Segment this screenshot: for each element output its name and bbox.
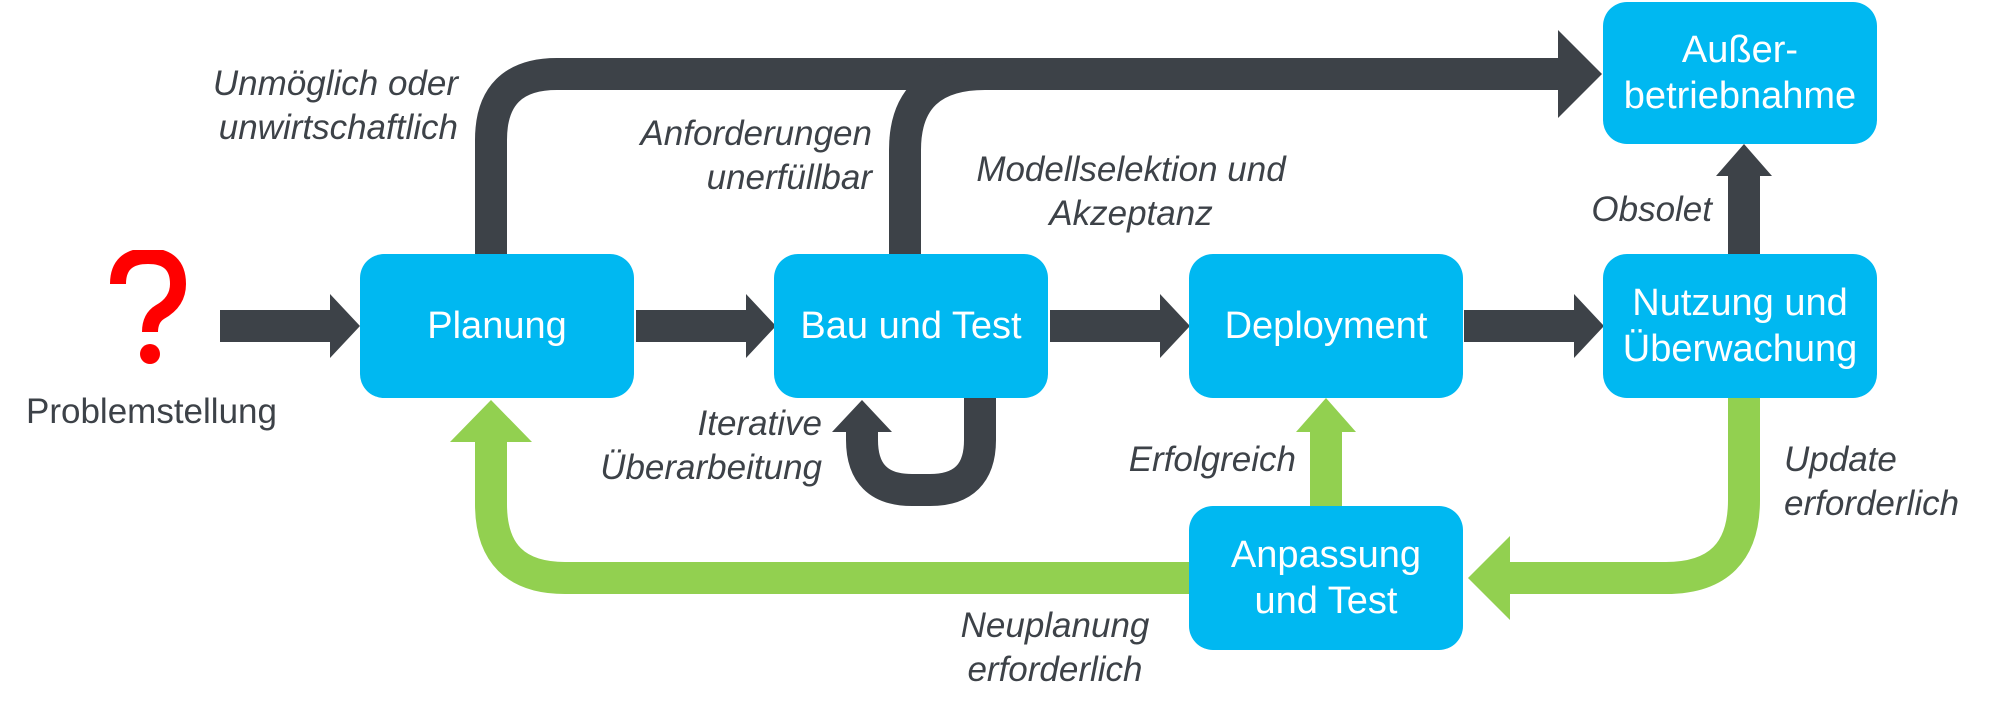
question-mark-icon bbox=[110, 250, 187, 364]
label-obsolet: Obsolet bbox=[1591, 188, 1712, 232]
arrowhead-planung bbox=[450, 400, 532, 442]
label-unmoeglich-line-2: unwirtschaftlich bbox=[218, 108, 458, 147]
label-unmoeglich: Unmöglich oder unwirtschaftlich bbox=[213, 62, 458, 150]
label-anforderungen-line-1: Anforderungen bbox=[640, 114, 872, 153]
box-ausserbetriebnahme-line-2: betriebnahme bbox=[1623, 75, 1857, 117]
box-deployment: Deployment bbox=[1189, 254, 1463, 398]
label-anforderungen: Anforderungen unerfüllbar bbox=[640, 112, 872, 200]
box-planung-line-1: Planung bbox=[427, 305, 567, 347]
label-update-line-2: erforderlich bbox=[1784, 484, 1960, 523]
arrowhead-anpassung bbox=[1468, 536, 1510, 620]
arrowhead-ausserbetriebnahme bbox=[1558, 30, 1602, 118]
arrow-planung-to-ausserbetriebnahme bbox=[475, 58, 1560, 254]
label-unmoeglich-line-1: Unmöglich oder bbox=[212, 64, 458, 103]
arrow-planung-to-bau bbox=[636, 294, 776, 358]
label-modellselektion-line-2: Akzeptanz bbox=[1049, 194, 1213, 233]
box-ausserbetriebnahme: Außer-betriebnahme bbox=[1603, 2, 1877, 144]
box-bau-und-test-line-1: Bau und Test bbox=[800, 305, 1022, 347]
arrow-deployment-to-nutzung bbox=[1464, 294, 1604, 358]
label-iterative-line-2: Überarbeitung bbox=[600, 448, 822, 487]
box-nutzung-und-ueberwachung-line-1: Nutzung und bbox=[1632, 282, 1848, 324]
label-anforderungen-line-2: unerfüllbar bbox=[706, 158, 872, 197]
box-ausserbetriebnahme-line-1: Außer- bbox=[1681, 29, 1799, 71]
label-iterative-line-1: Iterative bbox=[697, 404, 823, 443]
problem-label: Problemstellung bbox=[26, 392, 277, 431]
label-neuplanung-line-2: erforderlich bbox=[967, 650, 1143, 689]
label-update: Update erforderlich bbox=[1784, 438, 1959, 526]
label-neuplanung: Neuplanung erforderlich bbox=[920, 604, 1190, 692]
label-update-line-1: Update bbox=[1784, 440, 1897, 479]
box-planung: Planung bbox=[360, 254, 634, 398]
label-neuplanung-line-1: Neuplanung bbox=[960, 606, 1150, 645]
arrow-anpassung-to-planung bbox=[475, 440, 1190, 594]
box-anpassung-und-test-line-2: und Test bbox=[1254, 580, 1398, 622]
box-deployment-line-1: Deployment bbox=[1224, 305, 1428, 347]
label-erfolgreich-line-1: Erfolgreich bbox=[1128, 440, 1296, 479]
box-anpassung-und-test-line-1: Anpassung bbox=[1230, 534, 1422, 576]
box-bau-und-test: Bau und Test bbox=[774, 254, 1048, 398]
arrow-bau-to-deployment bbox=[1050, 294, 1190, 358]
arrowhead-deployment bbox=[1296, 398, 1356, 432]
label-modellselektion-line-1: Modellselektion und bbox=[976, 150, 1286, 189]
arrow-iterative-loop bbox=[846, 398, 996, 506]
box-nutzung-und-ueberwachung-line-2: Überwachung bbox=[1622, 328, 1858, 370]
arrowhead-iterative bbox=[832, 400, 892, 432]
label-erfolgreich: Erfolgreich bbox=[1129, 438, 1296, 482]
arrow-problem-to-planung bbox=[220, 294, 360, 358]
arrowhead-obsolet bbox=[1716, 144, 1772, 176]
arrow-bau-to-ausserbetriebnahme bbox=[889, 58, 986, 254]
label-obsolet-line-1: Obsolet bbox=[1591, 190, 1712, 229]
arrow-nutzung-to-anpassung bbox=[1508, 398, 1760, 594]
